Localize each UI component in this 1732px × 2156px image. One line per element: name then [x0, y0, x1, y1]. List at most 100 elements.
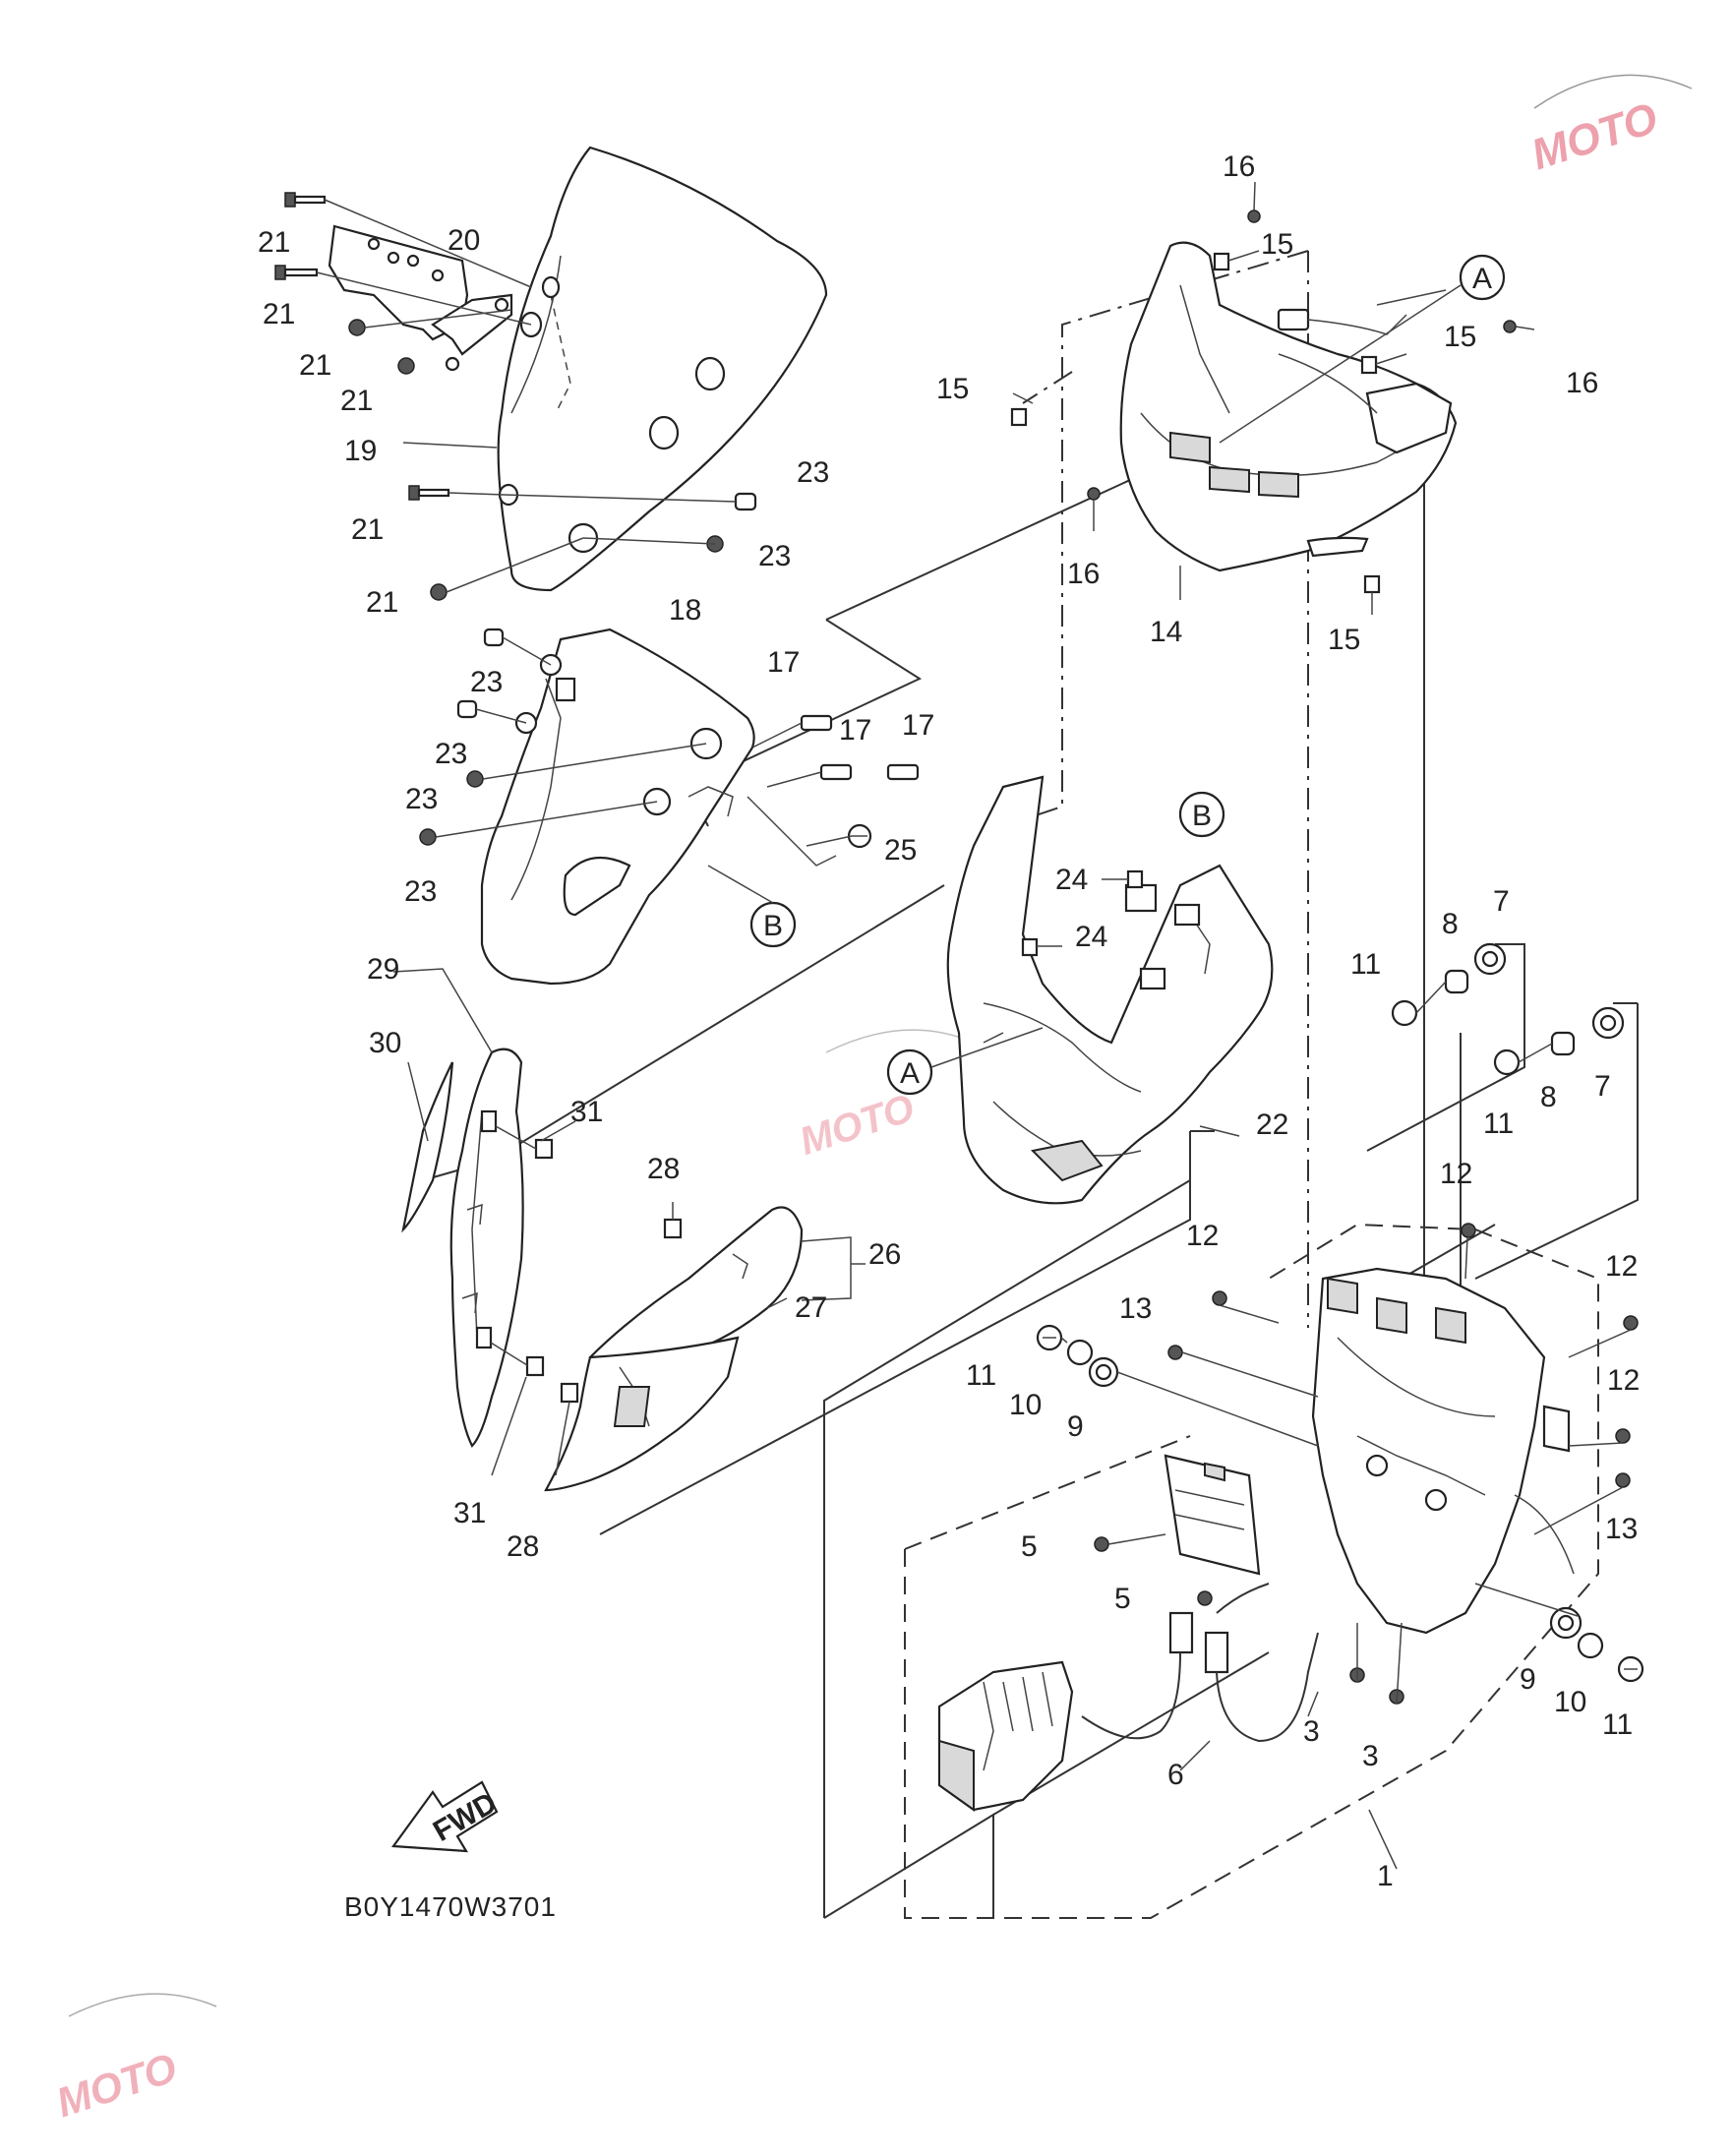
grommet-7-a	[1473, 942, 1507, 976]
grommet-23-e	[466, 770, 484, 788]
ecu-unit	[1164, 1454, 1261, 1576]
callout-23: 23	[797, 456, 829, 489]
front-cowl-leaders	[555, 1202, 866, 1476]
callout-16: 16	[1067, 558, 1100, 590]
nut-21-f	[430, 583, 448, 601]
callout-21: 21	[299, 349, 331, 382]
callout-9: 9	[1067, 1410, 1084, 1443]
callout-8: 8	[1540, 1081, 1557, 1113]
callout-15: 15	[936, 373, 969, 405]
screw-12-d	[1615, 1428, 1631, 1444]
ref-marker-b-bottom-label: B	[763, 910, 783, 942]
ref-marker-a-bottom: A	[886, 1027, 1044, 1096]
callout-24: 24	[1055, 864, 1088, 896]
collar-23-a	[734, 492, 757, 511]
callout-12: 12	[1605, 1250, 1638, 1283]
windshield-bracket	[328, 224, 513, 372]
clip-31-b	[525, 1355, 545, 1377]
bolt-11-b	[1391, 999, 1418, 1027]
collar-23-d	[456, 699, 478, 719]
callout-13: 13	[1119, 1292, 1152, 1325]
callout-30: 30	[369, 1027, 401, 1059]
callout-23: 23	[404, 875, 437, 908]
callout-12: 12	[1186, 1220, 1219, 1252]
callout-18: 18	[669, 594, 701, 627]
callout-3: 3	[1303, 1715, 1320, 1748]
callout-17: 17	[839, 714, 871, 747]
callout-1: 1	[1377, 1860, 1394, 1892]
clip-28-b	[560, 1382, 579, 1404]
screw-25	[847, 823, 872, 849]
callout-21: 21	[340, 385, 373, 417]
callout-29: 29	[367, 953, 399, 986]
callout-21: 21	[351, 513, 384, 546]
ref-marker-b-top: B	[1178, 791, 1225, 838]
watermark-logo-text: MOTO	[1525, 93, 1663, 179]
callout-labels: 1 3 3 5 5 6 7 7 8 8 9 9 10 10 11 11 11 1…	[258, 150, 1640, 1892]
grommet-7-b	[1591, 1006, 1625, 1040]
callout-25: 25	[884, 834, 917, 867]
side-cowl-leaders	[392, 968, 576, 1476]
headlight-bracket-frame	[1311, 1267, 1575, 1635]
callout-13: 13	[1605, 1513, 1638, 1545]
callout-22: 22	[1256, 1108, 1288, 1141]
callout-17: 17	[767, 646, 800, 679]
callout-20: 20	[448, 224, 480, 257]
clip-31-a	[534, 1138, 554, 1160]
ref-marker-a-bottom-label: A	[900, 1057, 920, 1090]
callout-26: 26	[868, 1238, 901, 1271]
bolt-11-c	[1493, 1048, 1521, 1076]
callout-27: 27	[795, 1291, 827, 1324]
nut-21-c	[348, 319, 366, 336]
watermark-logo-center: MOTO	[795, 1029, 975, 1164]
fastener-17-a	[800, 714, 833, 732]
screw-16-c	[1087, 487, 1101, 501]
ref-marker-b-bottom: B	[707, 865, 797, 948]
callout-5: 5	[1021, 1530, 1038, 1563]
screw-5-a	[1094, 1536, 1109, 1552]
bolt-21-b	[274, 265, 319, 280]
clip-15-b	[1360, 355, 1378, 375]
collar-8-b	[1550, 1031, 1576, 1056]
headlight-assembly	[1119, 241, 1458, 572]
collar-8-a	[1444, 969, 1469, 994]
callout-28: 28	[647, 1153, 680, 1185]
screw-16-b	[1503, 320, 1517, 333]
callout-23: 23	[435, 738, 467, 770]
callout-10: 10	[1554, 1686, 1586, 1718]
callout-7: 7	[1493, 885, 1510, 918]
callout-15: 15	[1444, 321, 1476, 353]
callout-12: 12	[1607, 1364, 1640, 1397]
callout-10: 10	[1009, 1389, 1042, 1421]
callout-28: 28	[507, 1530, 539, 1563]
callout-23: 23	[470, 666, 503, 698]
drawing-code: B0Y1470W3701	[344, 1891, 557, 1922]
callout-6: 6	[1167, 1759, 1184, 1791]
callout-7: 7	[1594, 1070, 1611, 1103]
horn-relay-unit	[937, 1660, 1074, 1812]
callout-5: 5	[1114, 1583, 1131, 1615]
fastener-17-b	[819, 763, 853, 781]
callout-9: 9	[1520, 1663, 1536, 1696]
fastener-17-c	[886, 763, 920, 781]
headlight-leaders	[1012, 181, 1535, 615]
screw-13-a	[1167, 1345, 1183, 1360]
callout-31: 31	[453, 1497, 486, 1529]
frame-leaders	[1060, 981, 1632, 1870]
wire-harness-6	[1081, 1583, 1319, 1743]
inner-cowl	[946, 775, 1274, 1205]
callout-11: 11	[1350, 948, 1381, 981]
bolt-21-e	[408, 485, 450, 501]
callout-11: 11	[966, 1359, 996, 1392]
watermark-logo-bottom-left: MOTO	[51, 1993, 217, 2126]
inner-visor-panel	[480, 628, 755, 986]
callout-31: 31	[570, 1096, 603, 1128]
ref-marker-a-top-label: A	[1472, 263, 1492, 295]
callout-21: 21	[258, 226, 290, 259]
collar-10-b	[1577, 1632, 1604, 1659]
screw-16-a	[1247, 210, 1261, 223]
collar-23-c	[483, 628, 505, 647]
callout-12: 12	[1440, 1158, 1472, 1190]
